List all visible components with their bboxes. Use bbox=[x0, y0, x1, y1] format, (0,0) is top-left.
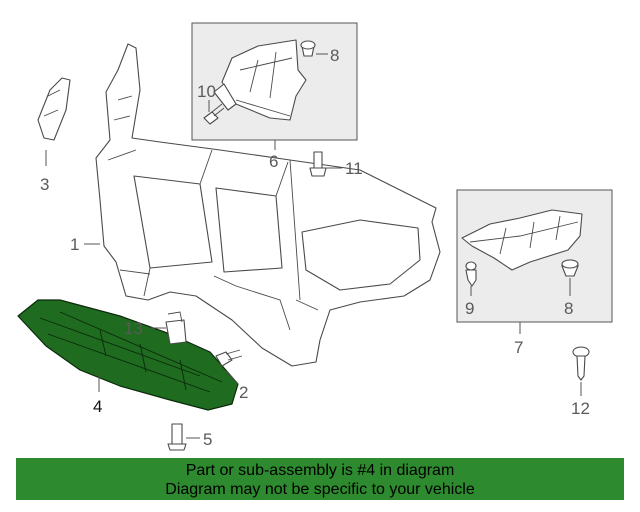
callout-9: 9 bbox=[465, 299, 474, 318]
detail-box-7 bbox=[456, 189, 613, 323]
bolt-10-icon bbox=[203, 103, 225, 125]
callout-8a: 8 bbox=[330, 46, 339, 65]
detail-box-6 bbox=[191, 22, 358, 141]
callout-3: 3 bbox=[40, 175, 49, 194]
callout-11: 11 bbox=[345, 159, 363, 178]
callout-4: 4 bbox=[93, 397, 102, 416]
bolt-2-icon bbox=[215, 349, 243, 367]
clip-13-icon bbox=[165, 311, 187, 345]
banner-line-1: Part or sub-assembly is #4 in diagram bbox=[185, 462, 455, 479]
radiator-support-part-1 bbox=[95, 43, 441, 367]
screw-12-icon bbox=[572, 346, 590, 381]
callout-2: 2 bbox=[239, 383, 248, 402]
callout-8b: 8 bbox=[564, 299, 573, 318]
deflector-part-4-highlighted bbox=[17, 299, 239, 411]
clip-8b-icon bbox=[561, 259, 579, 277]
clip-9-icon bbox=[465, 261, 477, 287]
callout-1: 1 bbox=[70, 235, 79, 254]
banner-line-2: Diagram may not be specific to your vehi… bbox=[165, 481, 475, 498]
callout-6: 6 bbox=[269, 152, 278, 171]
info-banner: Part or sub-assembly is #4 in diagram Di… bbox=[16, 458, 624, 500]
callout-12: 12 bbox=[571, 399, 590, 418]
callout-13: 13 bbox=[124, 319, 143, 338]
bolt-5-icon bbox=[167, 423, 187, 451]
bracket-part-3 bbox=[37, 77, 71, 141]
callout-10: 10 bbox=[197, 82, 216, 101]
callout-7: 7 bbox=[514, 338, 523, 357]
clip-8-icon bbox=[300, 40, 316, 57]
bolt-11-icon bbox=[309, 151, 327, 177]
callout-5: 5 bbox=[203, 430, 212, 449]
